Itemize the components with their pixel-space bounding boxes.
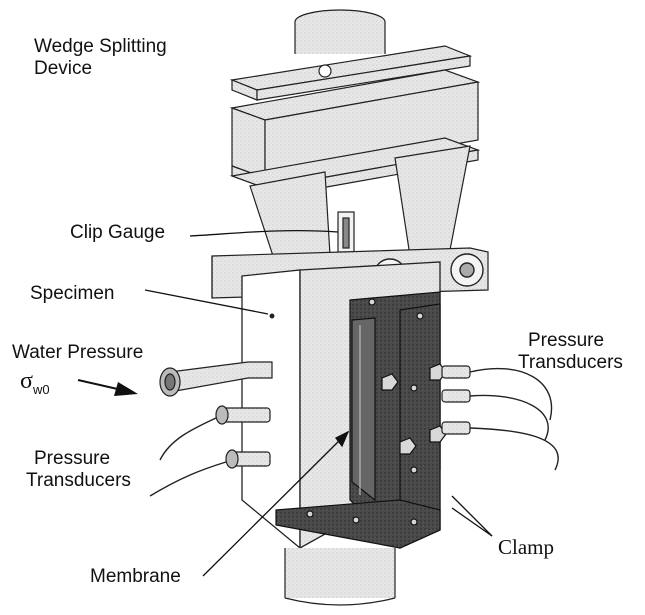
leader-lines [144, 230, 493, 577]
label-wedge-line2: Device [34, 58, 93, 79]
label-membrane: Membrane [90, 566, 181, 587]
water-pressure-inlet [159, 361, 273, 397]
label-wedge-splitting-device: Wedge Splitting Device [34, 36, 167, 80]
label-pt-left-line1: Pressure [34, 448, 111, 469]
label-pt-left-line2: Transducers [26, 470, 131, 491]
load-cell-top [294, 9, 386, 54]
label-clip-gauge: Clip Gauge [70, 222, 166, 243]
pressure-transducers-left [149, 405, 271, 497]
label-wedge-line1: Wedge Splitting [34, 36, 167, 57]
label-sigma-w0: σw0 [20, 368, 50, 397]
label-pt-right-line1: Pressure [528, 330, 605, 351]
load-cell-bottom [284, 548, 396, 606]
label-pressure-transducers-left: Pressure Transducers [26, 448, 131, 492]
wedge-splitting-frame [229, 45, 481, 199]
label-water-pressure: Water Pressure [12, 342, 144, 363]
pressure-transducers-right [441, 365, 559, 471]
label-pressure-transducers-right: Pressure Transducers [518, 330, 623, 374]
sigma-symbol: σ [20, 368, 33, 394]
water-pressure-arrow [77, 379, 138, 396]
label-clamp: Clamp [498, 535, 554, 559]
label-specimen: Specimen [30, 283, 115, 304]
label-pt-right-line2: Transducers [518, 352, 623, 373]
sigma-subscript: w0 [32, 381, 50, 397]
wedges [249, 145, 471, 263]
clip-gauge [337, 211, 355, 253]
